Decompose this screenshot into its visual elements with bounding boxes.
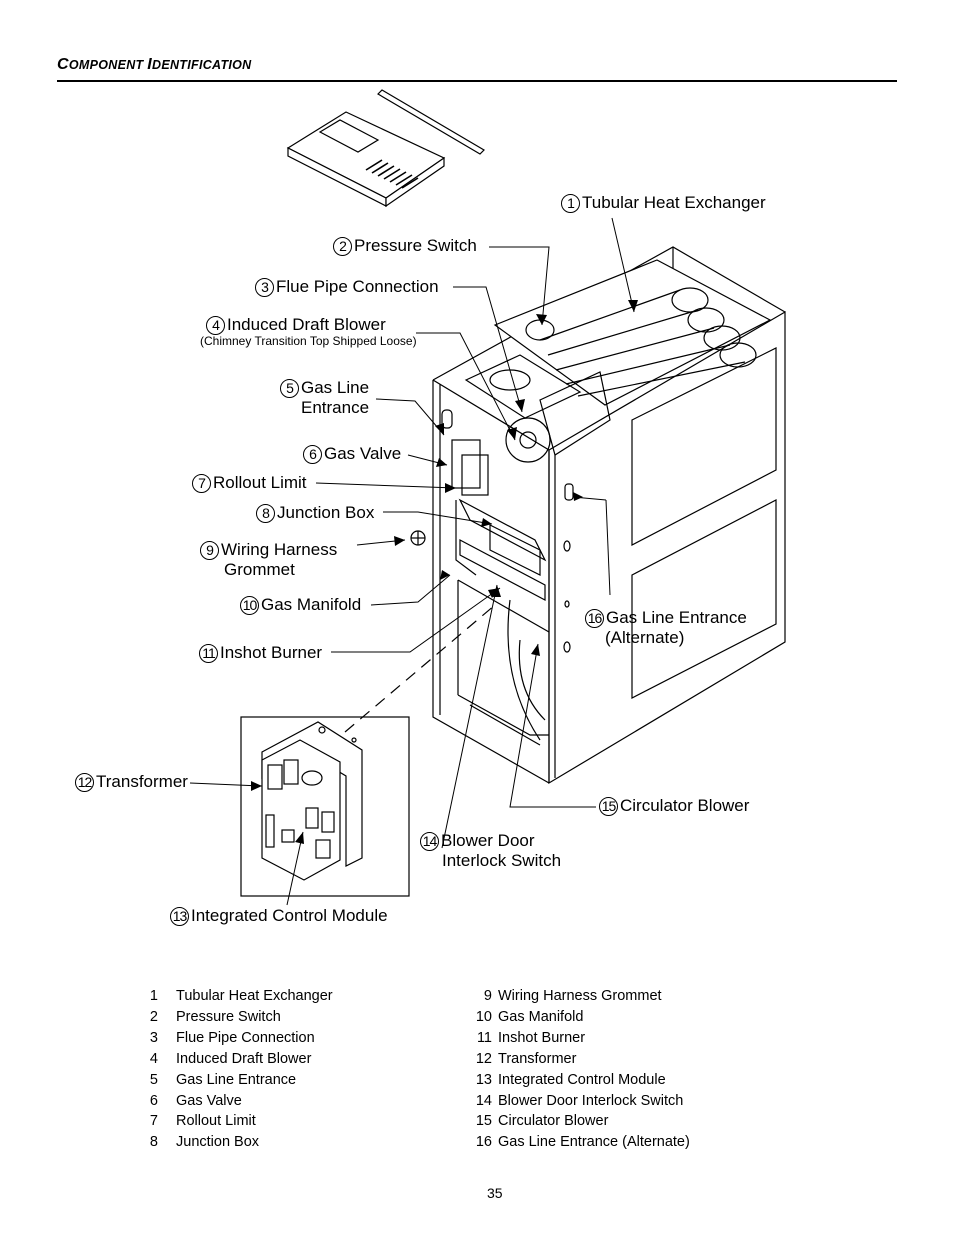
top-strip [377, 89, 485, 155]
inducer [464, 319, 611, 463]
page-number: 35 [487, 1185, 503, 1201]
leader-lines [189, 217, 635, 906]
callout-induced-draft-blower-note: (Chimney Transition Top Shipped Loose) [200, 334, 417, 348]
cabinet [432, 246, 786, 785]
heat-exchanger [493, 259, 772, 406]
gas-valve-assembly [410, 439, 547, 601]
circulator-blower [507, 599, 546, 741]
top-panel [286, 111, 446, 208]
page-title: COMPONENT IDENTIFICATION [57, 56, 252, 73]
arrowheads [251, 300, 638, 844]
control-module-inset [240, 716, 410, 897]
header-rule [57, 80, 897, 82]
